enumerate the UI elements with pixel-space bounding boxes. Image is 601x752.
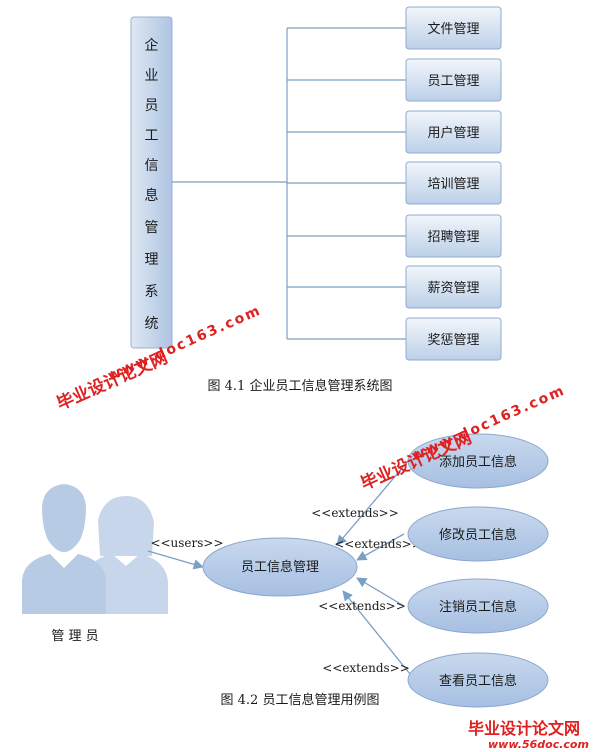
system-label-char: 统 xyxy=(145,316,159,332)
use-case-view-employee: 查看员工信息 xyxy=(407,652,549,708)
system-label-char: 理 xyxy=(145,252,159,268)
system-label-char: 系 xyxy=(145,284,159,300)
use-case-main-label: 员工信息管理 xyxy=(241,559,319,575)
system-label-char: 管 xyxy=(145,220,159,236)
module-file: 文件管理 xyxy=(405,6,502,50)
module-reward: 奖惩管理 xyxy=(405,317,502,361)
system-label-char: 业 xyxy=(145,68,159,84)
system-label-char: 息 xyxy=(145,187,159,204)
watermark-site: www.doc163.com xyxy=(106,302,264,384)
system-label-char: 工 xyxy=(145,128,159,144)
module-label: 薪资管理 xyxy=(427,281,479,296)
module-label: 奖惩管理 xyxy=(427,333,479,348)
use-case-main: 员工信息管理 xyxy=(202,537,358,597)
module-label: 培训管理 xyxy=(427,176,479,192)
system-label-char: 企 xyxy=(145,37,159,54)
users-association-label: <<users>> xyxy=(150,536,223,550)
extend-arrow-view xyxy=(342,590,411,675)
figure-4-1-caption: 图 4.1 企业员工信息管理系统图 xyxy=(208,378,393,394)
module-label: 招聘管理 xyxy=(427,230,479,245)
connector-branches xyxy=(287,27,406,340)
use-case-modify-employee: 修改员工信息 xyxy=(407,506,549,562)
users-association xyxy=(147,550,204,570)
extend-arrow-cancel xyxy=(356,577,405,607)
module-employee: 员工管理 xyxy=(405,58,502,102)
extend-label: <<extends>> xyxy=(318,599,406,613)
extend-label: <<extends>> xyxy=(322,661,410,675)
module-salary: 薪资管理 xyxy=(405,265,502,309)
module-user: 用户管理 xyxy=(405,110,502,154)
use-case-label: 注销员工信息 xyxy=(439,599,517,615)
module-label: 文件管理 xyxy=(427,22,479,37)
system-label-char: 信 xyxy=(145,158,159,174)
watermark-footer-site: www.56doc.com xyxy=(488,738,589,751)
use-case-label: 添加员工信息 xyxy=(439,454,517,470)
figure-4-1: 企 业 员 工 信 息 管 理 系 统 文件管理 xyxy=(130,6,502,394)
figure-4-2-caption: 图 4.2 员工信息管理用例图 xyxy=(221,692,380,708)
watermark-footer: 毕业设计论文网 www.56doc.com xyxy=(468,719,589,751)
module-label: 员工管理 xyxy=(427,74,479,89)
system-label-char: 员 xyxy=(145,98,159,114)
use-case-cancel-employee: 注销员工信息 xyxy=(407,578,549,634)
use-case-add-employee: 添加员工信息 xyxy=(407,433,549,489)
extend-label: <<extends>> xyxy=(311,506,399,520)
extend-label: <<extends>> xyxy=(334,537,422,551)
extend-arrow-add xyxy=(336,459,410,546)
module-recruitment: 招聘管理 xyxy=(405,214,502,258)
actor-label: 管 理 员 xyxy=(51,629,98,644)
figure-4-2: 管 理 员 <<users>> 员工信息管理 <<extends>> <<ext… xyxy=(22,433,549,708)
use-case-label: 修改员工信息 xyxy=(439,527,517,543)
module-training: 培训管理 xyxy=(405,161,502,205)
watermark-footer-title: 毕业设计论文网 xyxy=(468,719,580,738)
system-label: 企 业 员 工 信 息 管 理 系 统 xyxy=(145,37,159,332)
actor-icon xyxy=(22,484,168,614)
module-label: 用户管理 xyxy=(427,125,479,141)
use-case-label: 查看员工信息 xyxy=(439,673,517,689)
extend-arrow-modify xyxy=(356,533,405,561)
